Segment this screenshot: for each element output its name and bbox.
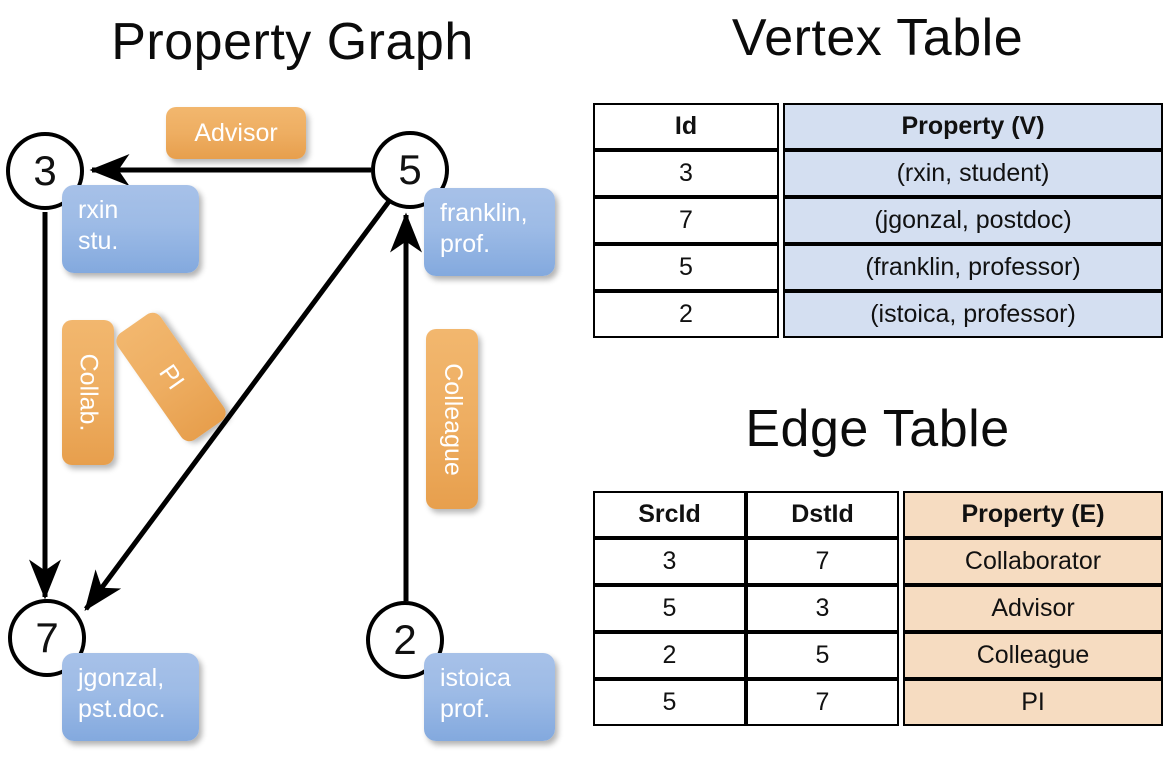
- table-row: 3 7 Collaborator: [593, 538, 1163, 585]
- node-property-box-5: franklin, prof.: [424, 188, 555, 276]
- vertex-table-header-id: Id: [593, 103, 779, 150]
- table-row: 5 3 Advisor: [593, 585, 1163, 632]
- node-property-box-7: jgonzal, pst.doc.: [62, 653, 199, 741]
- edge-label-colleague-text: Colleague: [438, 362, 467, 476]
- node-property-box-2: istoica prof.: [424, 653, 555, 741]
- edge-cell-srcid: 5: [593, 585, 746, 632]
- table-row: 3 (rxin, student): [593, 150, 1163, 197]
- table-row: 5 7 PI: [593, 679, 1163, 726]
- vertex-table-header-property: Property (V): [783, 103, 1163, 150]
- page-title-vertex-table: Vertex Table: [731, 9, 1024, 67]
- edge-cell-property: Advisor: [903, 585, 1163, 632]
- vertex-cell-id: 5: [593, 244, 779, 291]
- table-row: 2 (istoica, professor): [593, 291, 1163, 338]
- table-header-row: SrcId DstId Property (E): [593, 491, 1163, 538]
- column-gap: [779, 150, 783, 197]
- vertex-table: Id Property (V) 3 (rxin, student) 7 (jgo…: [593, 103, 1163, 338]
- column-gap: [779, 244, 783, 291]
- page-title-property-graph: Property Graph: [111, 13, 474, 71]
- edge-table-header-srcid: SrcId: [593, 491, 746, 538]
- graph-node-2[interactable]: 2: [366, 601, 444, 679]
- edge-cell-dstid: 3: [746, 585, 899, 632]
- column-gap: [899, 491, 903, 538]
- node-property-line-1: rxin: [78, 196, 119, 224]
- vertex-cell-property: (rxin, student): [783, 150, 1163, 197]
- node-property-line-2: prof.: [440, 229, 491, 258]
- column-gap: [779, 197, 783, 244]
- graph-node-5[interactable]: 5: [371, 131, 449, 209]
- edge-label-colleague: Colleague: [426, 329, 478, 509]
- edge-label-collab-text: Collab.: [74, 353, 103, 432]
- graph-edges-svg: [29, 154, 422, 612]
- node-property-line-1: istoica: [440, 664, 511, 692]
- column-gap: [899, 585, 903, 632]
- node-property-box-3: rxin stu.: [62, 185, 199, 273]
- column-gap: [779, 291, 783, 338]
- node-property-line-1: franklin,: [440, 199, 528, 227]
- edge-cell-dstid: 7: [746, 679, 899, 726]
- edge-cell-srcid: 2: [593, 632, 746, 679]
- node-property-line-1: jgonzal,: [78, 664, 165, 692]
- node-property-line-2: stu.: [78, 226, 119, 255]
- edge-label-pi-text: PI: [153, 359, 190, 395]
- vertex-cell-property: (franklin, professor): [783, 244, 1163, 291]
- edge-table: SrcId DstId Property (E) 3 7 Collaborato…: [593, 491, 1163, 726]
- edge-cell-property: PI: [903, 679, 1163, 726]
- edge-cell-property: Colleague: [903, 632, 1163, 679]
- edge-cell-srcid: 5: [593, 679, 746, 726]
- table-row: 7 (jgonzal, postdoc): [593, 197, 1163, 244]
- node-property-line-2: pst.doc.: [78, 694, 166, 723]
- table-row: 5 (franklin, professor): [593, 244, 1163, 291]
- edge-cell-dstid: 7: [746, 538, 899, 585]
- vertex-cell-id: 3: [593, 150, 779, 197]
- vertex-cell-property: (istoica, professor): [783, 291, 1163, 338]
- column-gap: [899, 538, 903, 585]
- table-row: 2 5 Colleague: [593, 632, 1163, 679]
- edge-5-to-7-pi: [83, 198, 393, 612]
- edge-label-advisor-text: Advisor: [194, 118, 278, 147]
- vertex-cell-id: 7: [593, 197, 779, 244]
- edge-label-collab: Collab.: [62, 320, 114, 465]
- edge-cell-property: Collaborator: [903, 538, 1163, 585]
- property-graph-diagram: 3 5 7 2 rxin stu. franklin, prof. jgonza…: [6, 107, 555, 741]
- edge-table-header-dstid: DstId: [746, 491, 899, 538]
- vertex-cell-id: 2: [593, 291, 779, 338]
- column-gap: [899, 679, 903, 726]
- edge-label-advisor: Advisor: [166, 107, 306, 159]
- vertex-cell-property: (jgonzal, postdoc): [783, 197, 1163, 244]
- edge-cell-dstid: 5: [746, 632, 899, 679]
- column-gap: [779, 103, 783, 150]
- column-gap: [899, 632, 903, 679]
- page-title-edge-table: Edge Table: [745, 400, 1010, 458]
- table-header-row: Id Property (V): [593, 103, 1163, 150]
- node-property-line-2: prof.: [440, 694, 491, 723]
- edge-table-header-property: Property (E): [903, 491, 1163, 538]
- edge-cell-srcid: 3: [593, 538, 746, 585]
